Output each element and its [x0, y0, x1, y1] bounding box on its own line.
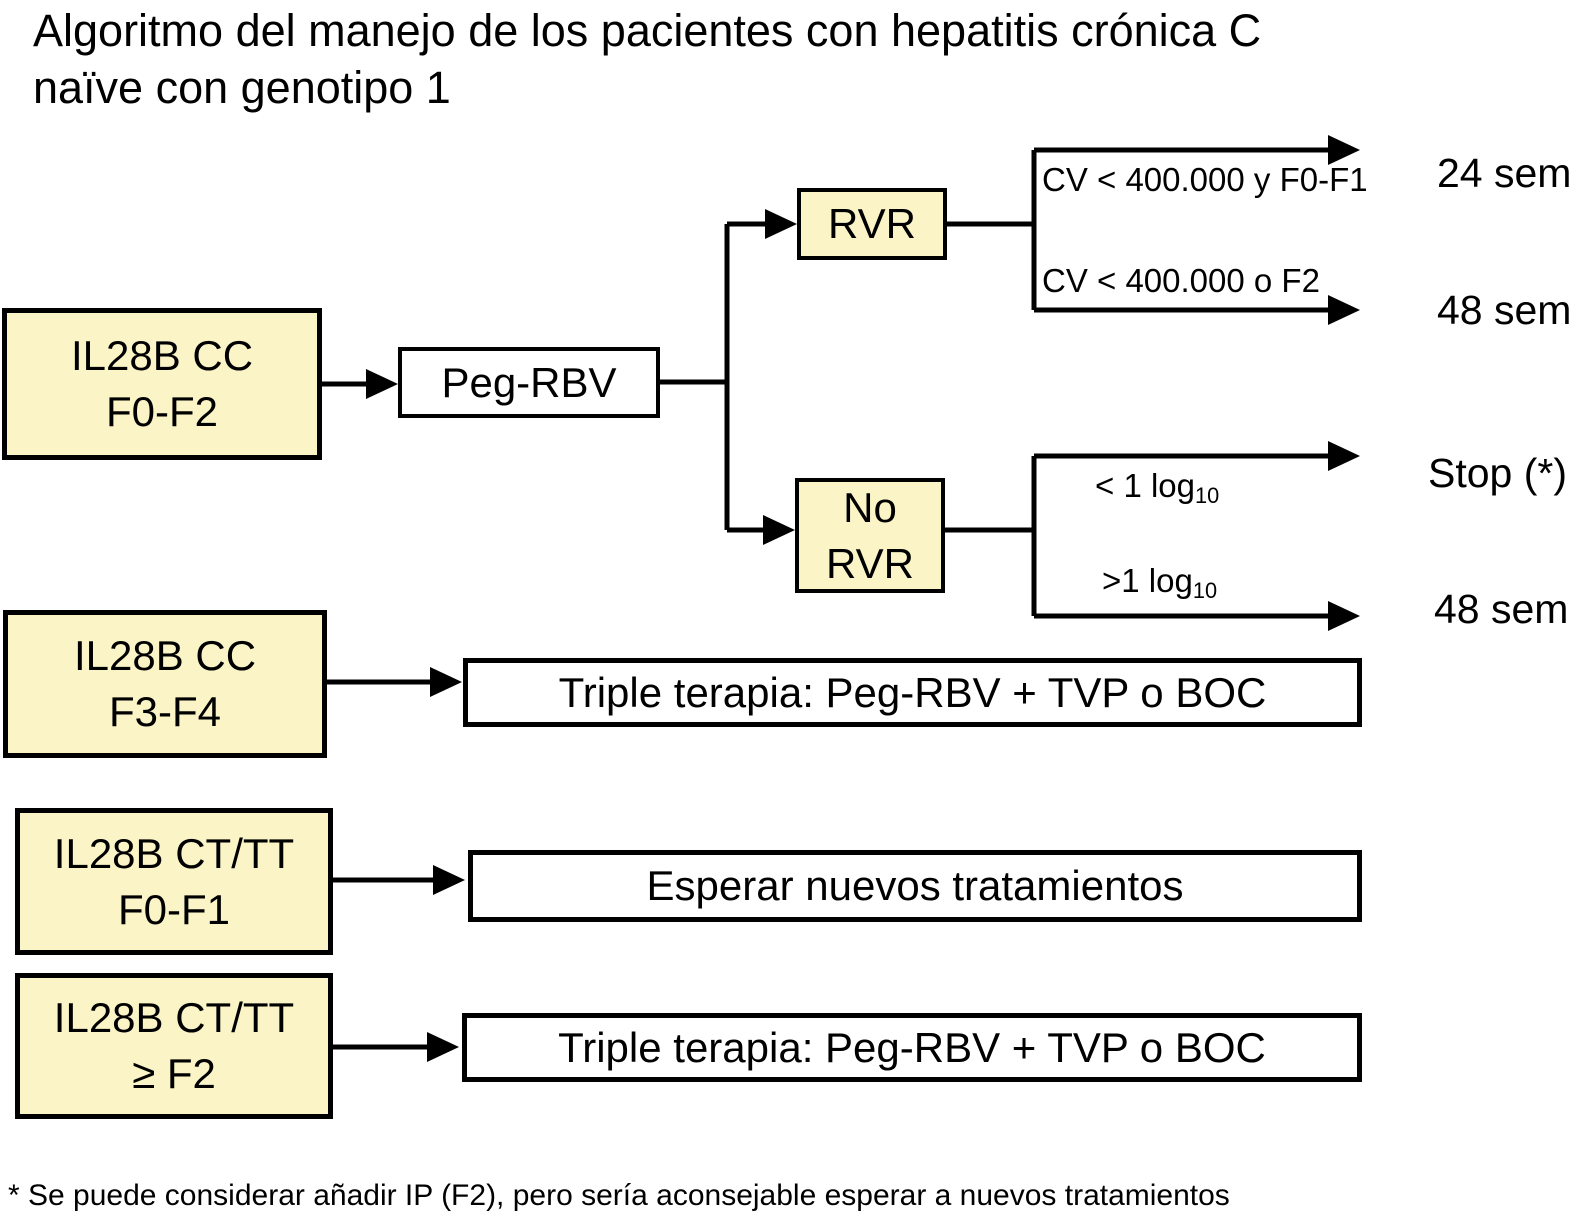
branch-label-text: < 1 log	[1095, 467, 1195, 504]
node-il28b-cttt-f2: IL28B CT/TT ≥ F2	[15, 973, 333, 1119]
node-label-line: IL28B CC	[70, 332, 254, 379]
arrowhead-to-pegrbv	[366, 369, 398, 399]
node-label-line: F3-F4	[108, 688, 221, 735]
node-label: Peg-RBV	[441, 358, 617, 406]
node-label-line: ≥ F2	[132, 1050, 216, 1097]
arrowhead-to-norvr	[763, 515, 795, 545]
footnote: * Se puede considerar añadir IP (F2), pe…	[8, 1179, 1230, 1212]
arrowhead-to-esperar	[433, 865, 465, 895]
node-rvr: RVR	[797, 188, 947, 260]
arrowhead-norvr-48sem	[1328, 601, 1360, 631]
diagram-title-line2: naïve con genotipo 1	[33, 62, 451, 113]
node-label-line: No	[843, 483, 897, 531]
arrowhead-norvr-stop	[1328, 441, 1360, 471]
node-label-line: F0-F1	[117, 885, 230, 933]
branch-label-norvr-bottom: >1 log10	[1102, 563, 1217, 609]
diagram-title: Algoritmo del manejo de los pacientes co…	[33, 2, 1261, 116]
node-esperar-tratamientos: Esperar nuevos tratamientos	[468, 850, 1362, 922]
node-label: Triple terapia: Peg-RBV + TVP o BOC	[558, 668, 1267, 716]
node-triple-terapia-cttt: Triple terapia: Peg-RBV + TVP o BOC	[462, 1013, 1362, 1082]
outcome-stop: Stop (*)	[1428, 450, 1567, 496]
branch-label-norvr-top: < 1 log10	[1095, 468, 1219, 514]
branch-label-subscript: 10	[1192, 578, 1218, 604]
node-label-line: RVR	[826, 539, 914, 587]
node-label-line: IL28B CC	[73, 632, 257, 679]
branch-label-rvr-bottom: CV < 400.000 o F2	[1042, 262, 1320, 299]
branch-label-subscript: 10	[1195, 483, 1220, 509]
node-label: RVR	[828, 200, 916, 247]
arrowhead-to-rvr	[765, 209, 797, 239]
node-il28b-cc-f0f2: IL28B CC F0-F2	[2, 308, 322, 460]
node-label-line: F0-F2	[105, 388, 218, 435]
node-label: Triple terapia: Peg-RBV + TVP o BOC	[558, 1023, 1266, 1071]
outcome-24-sem: 24 sem	[1437, 150, 1572, 196]
arrowhead-rvr-48sem	[1328, 295, 1360, 325]
node-label-line: IL28B CT/TT	[53, 994, 295, 1041]
node-no-rvr: No RVR	[795, 478, 945, 593]
node-triple-terapia-cc: Triple terapia: Peg-RBV + TVP o BOC	[463, 658, 1362, 727]
node-label-line: IL28B CT/TT	[53, 829, 295, 877]
node-il28b-cc-f3f4: IL28B CC F3-F4	[3, 610, 327, 758]
outcome-48-sem-norvr: 48 sem	[1434, 586, 1569, 632]
branch-label-rvr-top: CV < 400.000 y F0-F1	[1042, 161, 1368, 198]
node-il28b-cttt-f0f1: IL28B CT/TT F0-F1	[15, 808, 333, 955]
arrowhead-to-triple-cttt	[427, 1032, 459, 1062]
arrowhead-to-triple-cc	[430, 667, 462, 697]
arrowhead-rvr-24sem	[1328, 135, 1360, 165]
outcome-48-sem-rvr: 48 sem	[1437, 287, 1572, 333]
node-peg-rbv: Peg-RBV	[398, 347, 660, 418]
branch-label-text: >1 log	[1102, 562, 1193, 599]
diagram-title-line1: Algoritmo del manejo de los pacientes co…	[33, 5, 1262, 56]
node-label: Esperar nuevos tratamientos	[646, 862, 1184, 909]
